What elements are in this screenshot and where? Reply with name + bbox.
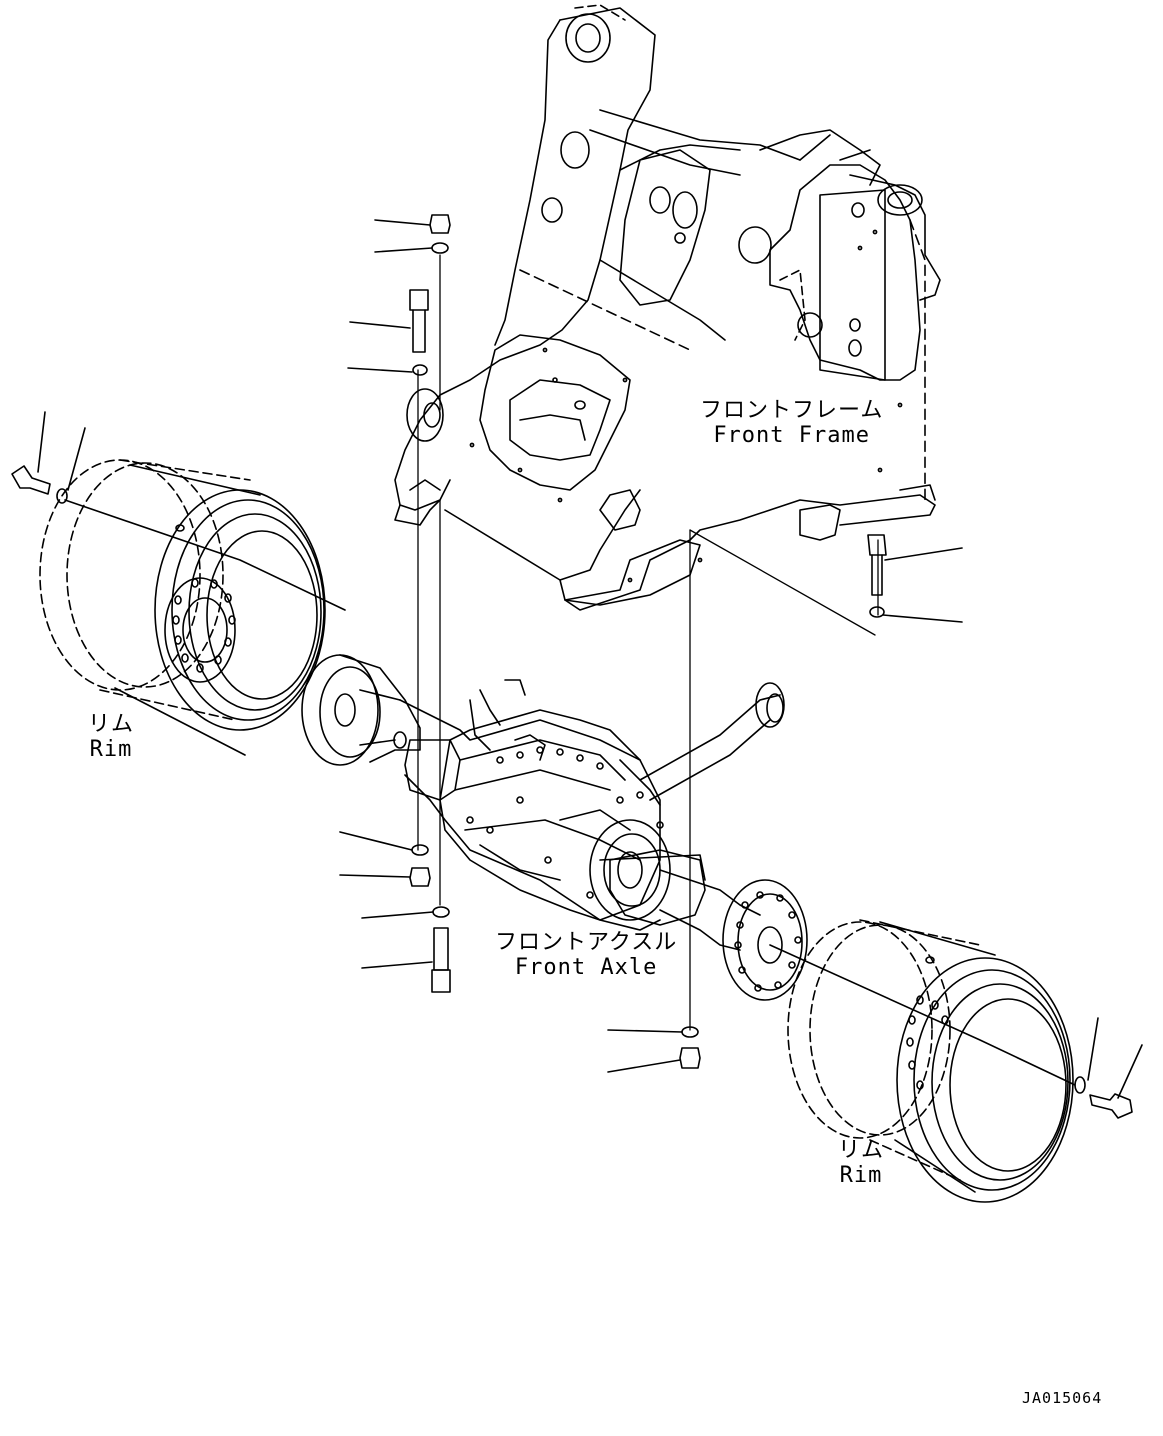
label-front-axle-jp: フロントアクスル xyxy=(495,930,678,955)
label-rim-right: リム Rim xyxy=(838,1138,884,1189)
label-rim-right-jp: リム xyxy=(838,1138,885,1163)
label-front-frame: フロントフレーム Front Frame xyxy=(700,398,883,449)
front-axle xyxy=(301,654,808,1001)
label-rim-left: リム Rim xyxy=(88,712,134,763)
label-front-frame-en: Front Frame xyxy=(713,423,871,449)
label-rim-right-en: Rim xyxy=(839,1163,883,1189)
rim-right xyxy=(769,919,1143,1203)
left-fastener-stack xyxy=(339,214,451,993)
front-frame xyxy=(394,4,941,611)
label-front-axle: フロントアクスル Front Axle xyxy=(495,930,677,981)
label-front-axle-en: Front Axle xyxy=(514,955,658,981)
rim-left xyxy=(11,411,346,756)
right-fastener-stack xyxy=(607,529,963,1073)
label-rim-left-jp: リム xyxy=(88,712,135,737)
drawing-code: JA015064 xyxy=(1022,1389,1103,1407)
label-front-frame-jp: フロントフレーム xyxy=(700,398,884,423)
label-rim-left-en: Rim xyxy=(89,737,133,763)
